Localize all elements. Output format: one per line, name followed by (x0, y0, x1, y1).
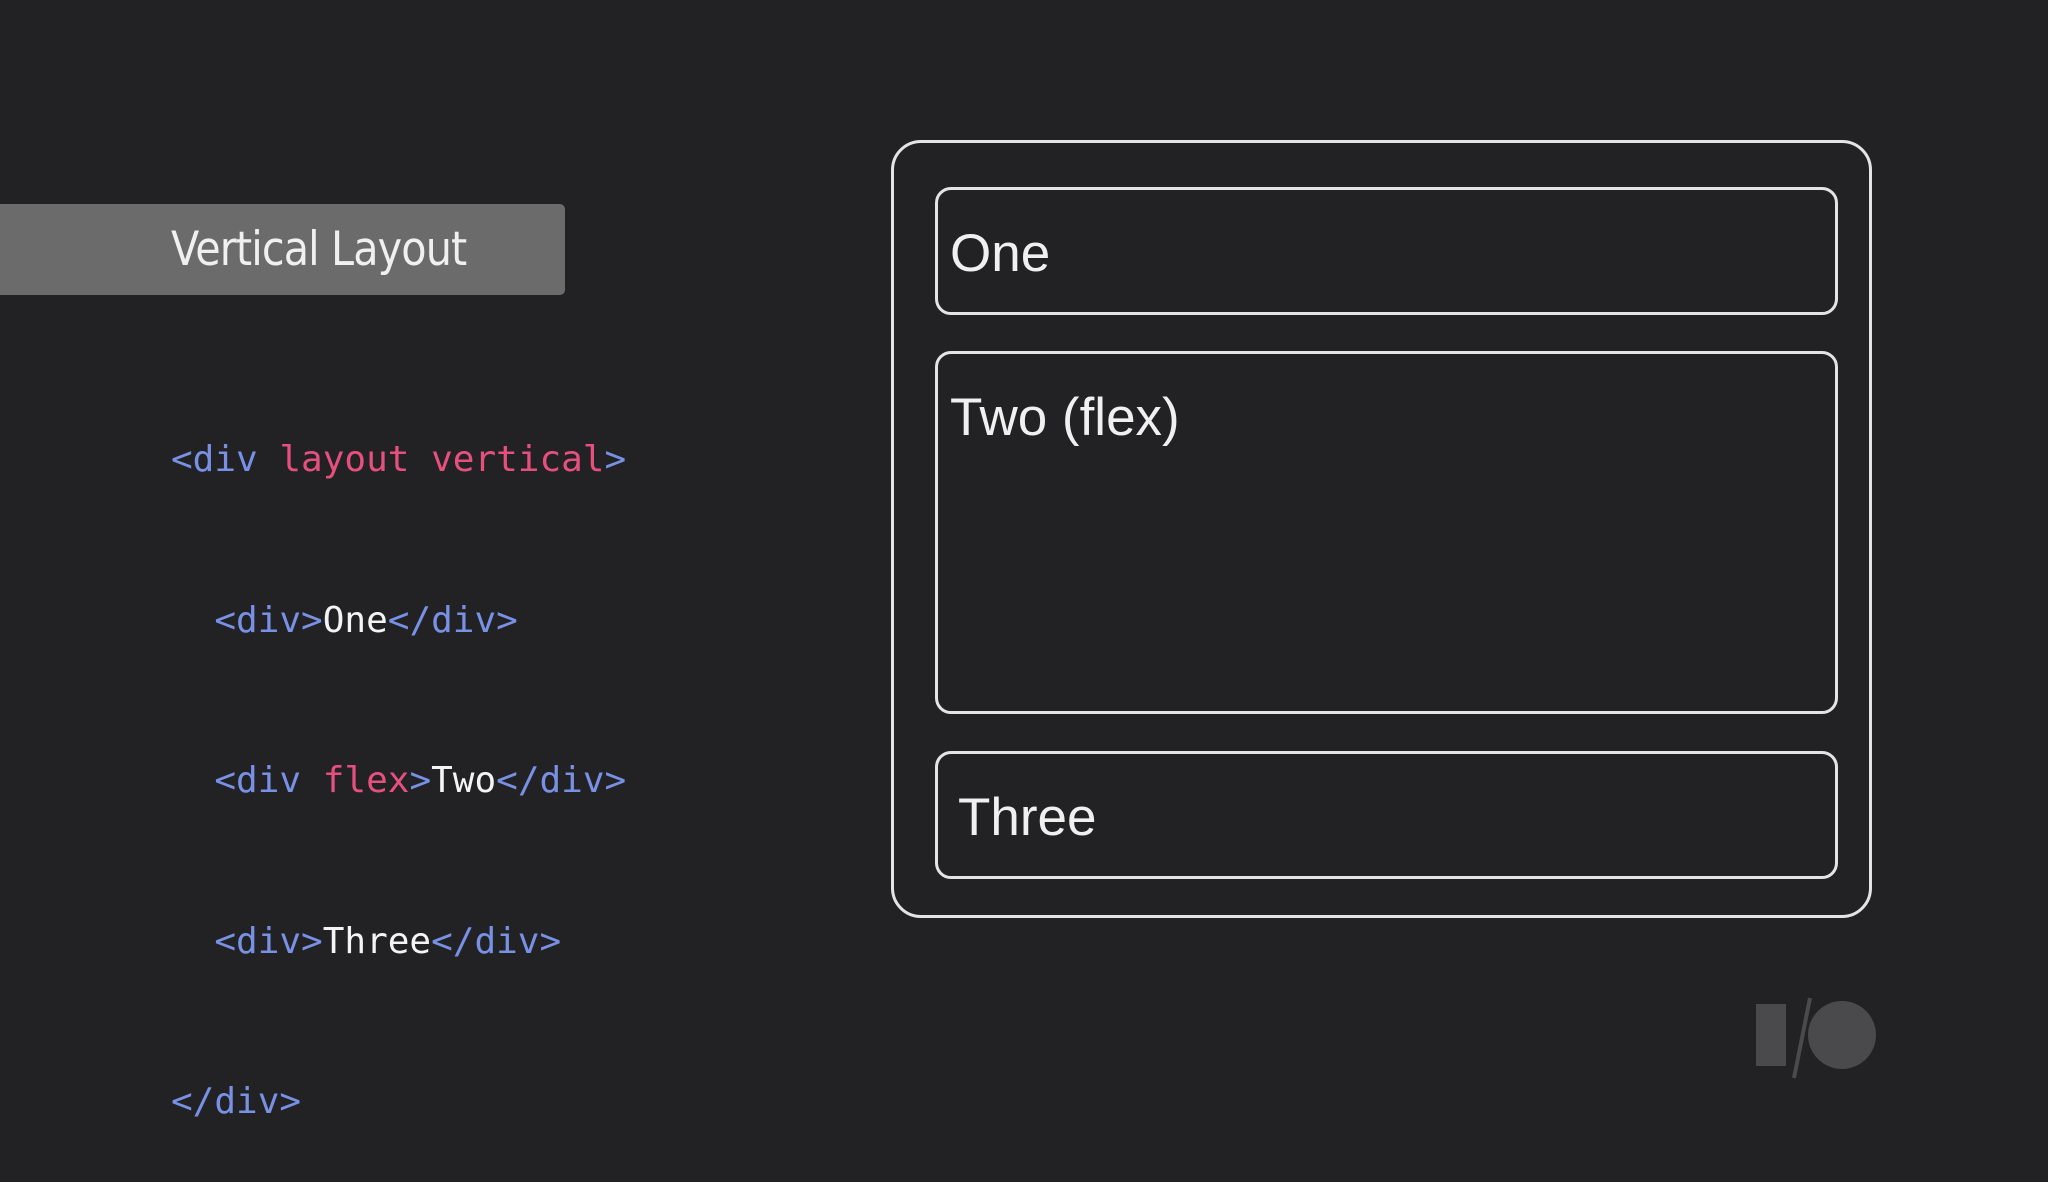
layout-box-two-flex: Two (flex) (935, 351, 1838, 714)
box-label-two: Two (flex) (950, 388, 1180, 447)
code-attribute: flex (322, 760, 410, 801)
code-attribute: layout vertical (279, 439, 605, 480)
code-line-2: <div>One</div> (171, 594, 626, 648)
code-tag: > (604, 439, 627, 480)
code-tag: </div> (431, 920, 562, 962)
code-tag: <div> (214, 920, 323, 962)
code-text: Two (431, 760, 497, 801)
box-label-one: One (950, 224, 1051, 283)
vertical-layout-diagram: One Two (flex) Three (891, 140, 1872, 918)
code-line-5: </div> (171, 1075, 626, 1129)
code-line-3: <div flex>Two</div> (171, 754, 626, 808)
code-tag: <div (171, 439, 280, 480)
code-tag: </div> (496, 760, 627, 801)
code-tag: > (409, 760, 432, 801)
slide-title: Vertical Layout (171, 222, 467, 277)
layout-box-one: One (935, 187, 1838, 315)
code-indent (171, 600, 214, 641)
code-text: Three (322, 920, 432, 962)
box-label-three: Three (958, 788, 1097, 847)
code-tag: <div> (214, 599, 323, 641)
title-banner: Vertical Layout (0, 204, 565, 295)
code-indent (171, 921, 214, 962)
code-snippet: <div layout vertical> <div>One</div> <di… (171, 326, 626, 1182)
google-io-logo-icon (1752, 995, 1882, 1085)
code-tag: </div> (171, 1081, 302, 1122)
code-indent (171, 760, 214, 801)
code-tag: </div> (387, 599, 518, 641)
code-text: One (322, 599, 388, 641)
code-tag: <div (214, 760, 323, 801)
code-line-4: <div>Three</div> (171, 915, 626, 969)
layout-box-three: Three (935, 751, 1838, 879)
code-line-1: <div layout vertical> (171, 433, 626, 487)
